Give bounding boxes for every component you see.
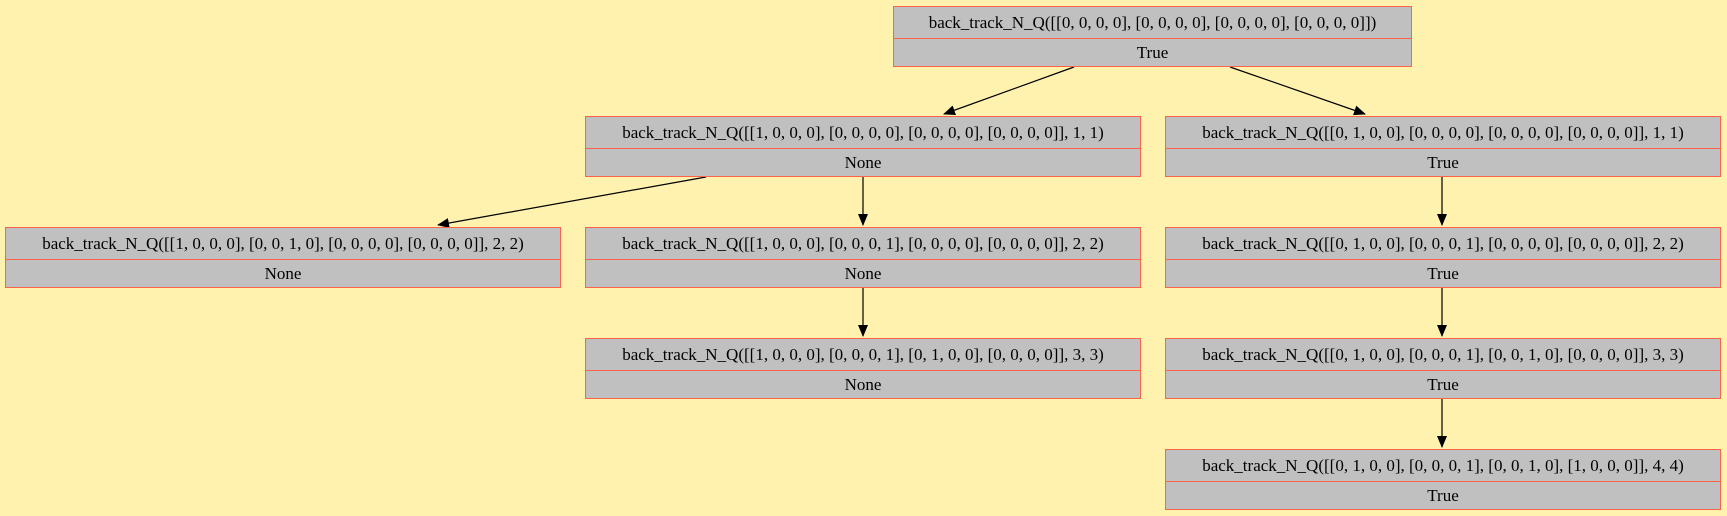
tree-node-root: back_track_N_Q([[0, 0, 0, 0], [0, 0, 0, … bbox=[893, 6, 1412, 67]
node-call-label: back_track_N_Q([[0, 0, 0, 0], [0, 0, 0, … bbox=[894, 7, 1411, 39]
node-call-label: back_track_N_Q([[1, 0, 0, 0], [0, 0, 0, … bbox=[586, 117, 1140, 149]
tree-node-level2-leftmost: back_track_N_Q([[1, 0, 0, 0], [0, 0, 1, … bbox=[5, 227, 561, 288]
node-call-label: back_track_N_Q([[0, 1, 0, 0], [0, 0, 0, … bbox=[1166, 450, 1720, 482]
tree-node-level4-right: back_track_N_Q([[0, 1, 0, 0], [0, 0, 0, … bbox=[1165, 449, 1721, 510]
tree-node-level2-middle: back_track_N_Q([[1, 0, 0, 0], [0, 0, 0, … bbox=[585, 227, 1141, 288]
node-return-value: True bbox=[1427, 153, 1459, 172]
node-call-label: back_track_N_Q([[0, 1, 0, 0], [0, 0, 0, … bbox=[1166, 339, 1720, 371]
node-call-label: back_track_N_Q([[1, 0, 0, 0], [0, 0, 0, … bbox=[586, 228, 1140, 260]
node-return-value: True bbox=[1427, 486, 1459, 505]
node-return-value: True bbox=[1427, 375, 1459, 394]
tree-node-level3-middle: back_track_N_Q([[1, 0, 0, 0], [0, 0, 0, … bbox=[585, 338, 1141, 399]
node-return-value: True bbox=[1136, 43, 1169, 62]
edge-n0-n1 bbox=[943, 66, 1075, 115]
tree-node-level1-right: back_track_N_Q([[0, 1, 0, 0], [0, 0, 0, … bbox=[1165, 116, 1721, 177]
node-return-value: None bbox=[844, 264, 882, 283]
node-return-value: None bbox=[264, 264, 302, 283]
edge-n1-n3 bbox=[437, 176, 707, 228]
node-call-label: back_track_N_Q([[1, 0, 0, 0], [0, 0, 1, … bbox=[6, 228, 560, 260]
node-call-label: back_track_N_Q([[0, 1, 0, 0], [0, 0, 0, … bbox=[1166, 117, 1720, 149]
node-return-value: None bbox=[844, 375, 882, 394]
node-call-label: back_track_N_Q([[0, 1, 0, 0], [0, 0, 0, … bbox=[1166, 228, 1720, 260]
tree-node-level1-left: back_track_N_Q([[1, 0, 0, 0], [0, 0, 0, … bbox=[585, 116, 1141, 177]
edge-n0-n2 bbox=[1229, 66, 1366, 116]
tree-node-level2-right: back_track_N_Q([[0, 1, 0, 0], [0, 0, 0, … bbox=[1165, 227, 1721, 288]
node-return-value: True bbox=[1427, 264, 1459, 283]
node-call-label: back_track_N_Q([[1, 0, 0, 0], [0, 0, 0, … bbox=[586, 339, 1140, 371]
tree-node-level3-right: back_track_N_Q([[0, 1, 0, 0], [0, 0, 0, … bbox=[1165, 338, 1721, 399]
node-return-value: None bbox=[844, 153, 882, 172]
